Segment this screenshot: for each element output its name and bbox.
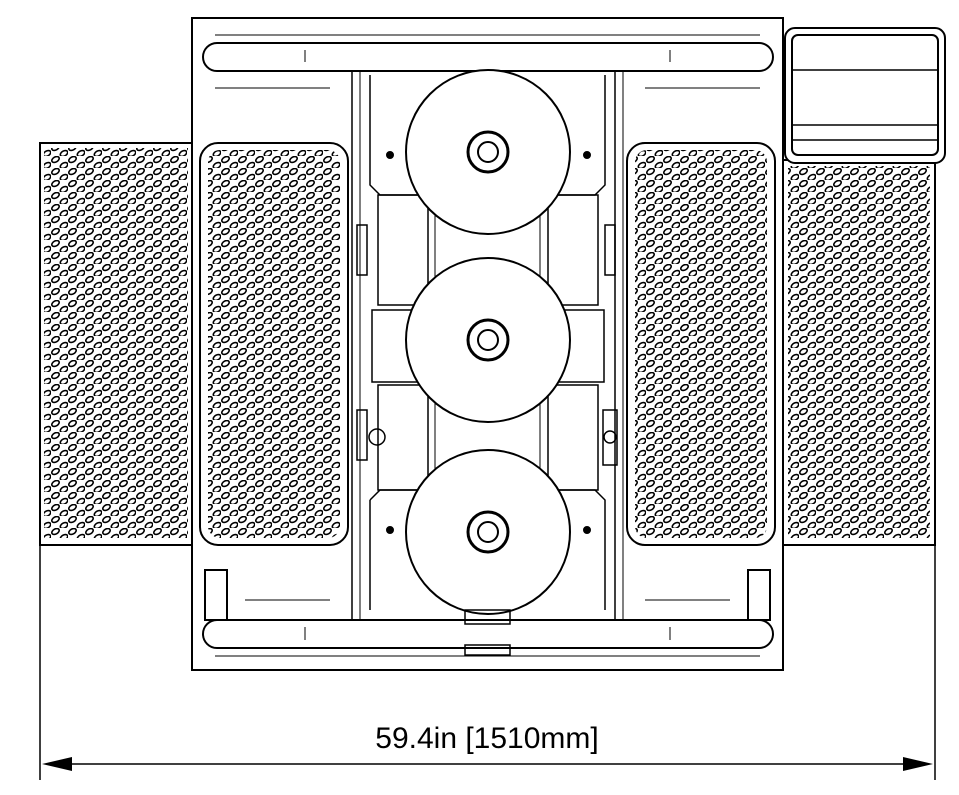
roller-top: [405, 69, 571, 235]
left-handle-stub: [204, 569, 228, 621]
right-inner-grille-panel: [626, 142, 776, 546]
left-inner-grille-panel: [199, 142, 349, 546]
width-dimension: [39, 545, 936, 780]
left-outer-grille: [39, 142, 193, 546]
bottom-handle-bar: [202, 619, 774, 657]
right-outer-grille: [782, 159, 936, 546]
dimension-arrow-left: [42, 757, 72, 771]
roller-bottom: [405, 449, 571, 615]
right-handle-stub: [747, 569, 771, 621]
roller-middle: [405, 257, 571, 423]
bottom-latch: [464, 609, 511, 656]
top-right-bracket: [784, 27, 946, 164]
dimension-label: 59.4in [1510mm]: [375, 722, 598, 755]
dimension-arrow-right: [903, 757, 933, 771]
